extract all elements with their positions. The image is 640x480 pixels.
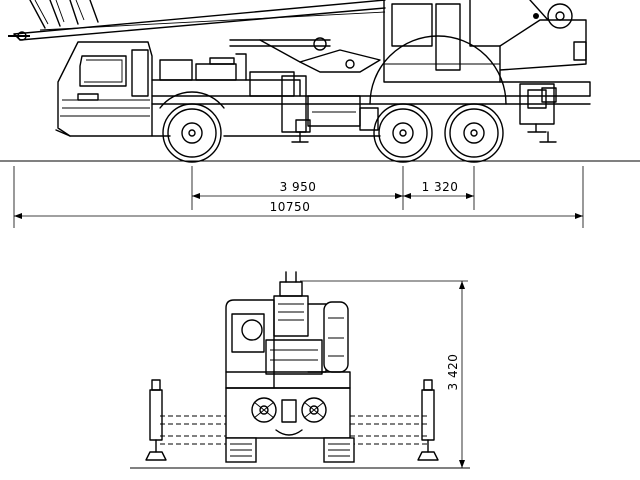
rear-axle-spacing-label: 1 320 [422, 180, 459, 194]
rear-wheel-2 [369, 35, 507, 163]
left-outrigger-jack [145, 379, 167, 461]
rear-view-wheels [225, 437, 355, 463]
rear-outrigger [510, 83, 557, 143]
rear-carrier [225, 387, 351, 439]
overall-length-label: 10750 [270, 200, 311, 214]
driver-cab [55, 41, 153, 137]
rear-view: 3 420 [130, 271, 470, 469]
rear-cab [225, 299, 351, 389]
crane-superstructure [229, 0, 591, 97]
front-wheel [159, 91, 225, 163]
height-dimension [300, 280, 468, 468]
wheelbase-dimension-label: 3 950 [280, 180, 317, 194]
side-dimensions [13, 166, 584, 228]
overall-height-label: 3 420 [446, 354, 460, 391]
boom [8, 0, 386, 41]
right-outrigger-jack [417, 379, 439, 461]
outrigger-beams [160, 415, 428, 445]
rear-boom-head [273, 271, 309, 337]
rear-wheel-1 [373, 103, 433, 163]
chassis [151, 53, 591, 143]
side-view: 3 950 1 320 10750 [0, 0, 640, 228]
